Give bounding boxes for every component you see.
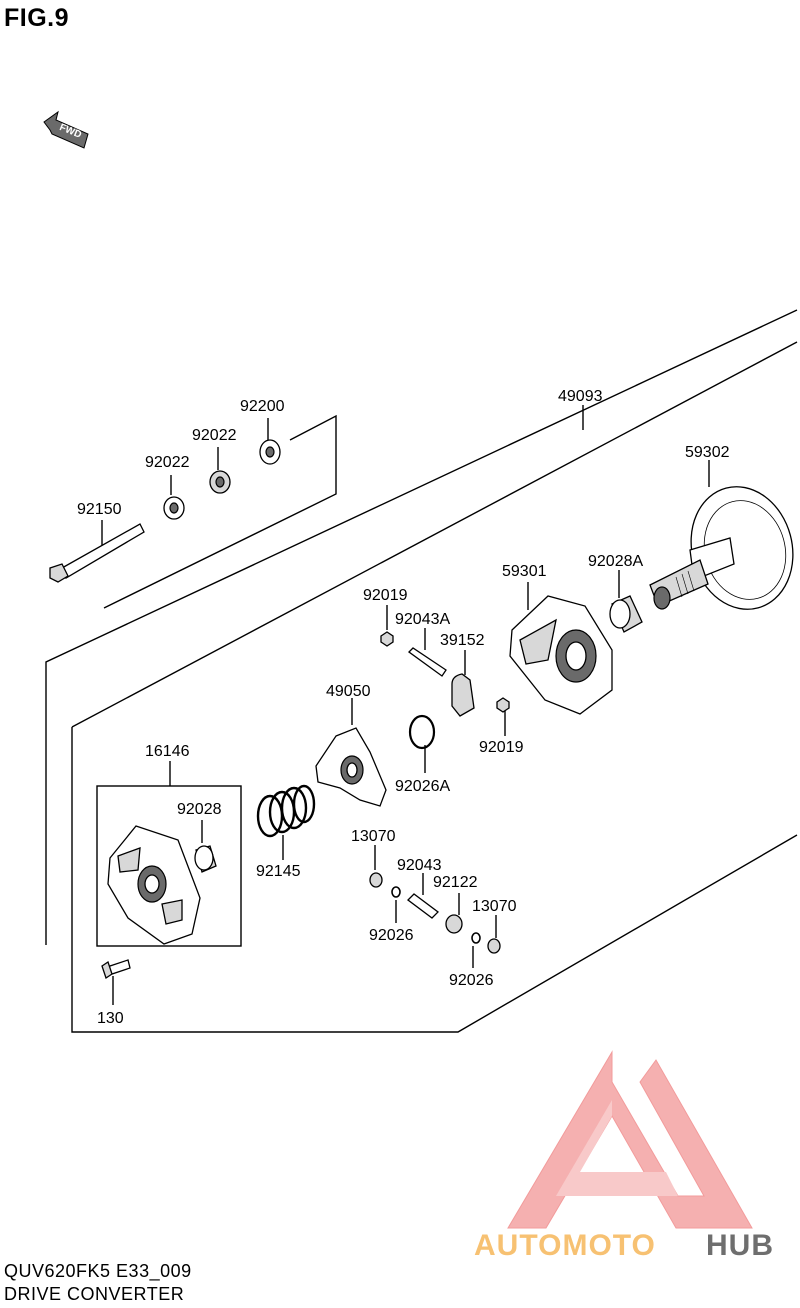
label-92028: 92028 [177, 801, 222, 818]
label-92028A: 92028A [588, 553, 643, 570]
label-49093: 49093 [558, 388, 603, 405]
label-92022-upper: 92022 [192, 427, 237, 444]
bolt-group-bracket [103, 414, 337, 609]
washer-92022-lower [163, 496, 185, 520]
weight-39152 [451, 673, 475, 717]
label-92026-right: 92026 [449, 972, 494, 989]
pin-92043A [408, 647, 447, 677]
label-59302: 59302 [685, 444, 730, 461]
model-code: QUV620FK5 E33_009 [4, 1261, 192, 1281]
label-92043: 92043 [397, 857, 442, 874]
nut-92019-lower [496, 697, 510, 713]
assembly-box-16146 [96, 761, 242, 947]
washer-92200 [259, 439, 281, 465]
ring-92026A [408, 714, 436, 750]
roller-13070-lower [487, 938, 501, 954]
label-92022-lower: 92022 [145, 454, 190, 471]
assembly-outline-49093 [45, 309, 798, 1033]
roller-13070-upper [369, 872, 383, 888]
label-92026A: 92026A [395, 778, 450, 795]
label-39152: 39152 [440, 632, 485, 649]
part-labels: 49093 59302 92200 92022 92022 92150 5930… [77, 388, 730, 1027]
washer-92026-right [471, 932, 481, 944]
washer-92026-left [391, 886, 401, 898]
bolt-92150 [49, 523, 145, 583]
bushing-92028 [194, 845, 217, 873]
label-92122: 92122 [433, 874, 478, 891]
washer-92022-upper [209, 470, 231, 494]
label-130: 130 [97, 1010, 124, 1027]
bushing-92028A [609, 595, 643, 633]
label-92026-left: 92026 [369, 927, 414, 944]
label-92019-upper: 92019 [363, 587, 408, 604]
label-92145: 92145 [256, 863, 301, 880]
spring-92145 [256, 784, 316, 838]
fixed-sheave-59302 [649, 486, 794, 610]
cover-16146 [107, 825, 201, 945]
fwd-arrow-icon: FWD [43, 110, 89, 149]
figure-title: FIG.9 [4, 4, 70, 32]
label-92019-lower: 92019 [479, 739, 524, 756]
collar-92122 [445, 914, 463, 934]
spider-49050 [315, 727, 387, 807]
label-92150: 92150 [77, 501, 122, 518]
label-13070-lower: 13070 [472, 898, 517, 915]
label-92200: 92200 [240, 398, 285, 415]
movable-sheave-59301 [509, 595, 613, 715]
leader-lines [101, 418, 710, 1005]
pin-92043 [407, 893, 439, 919]
section-name: DRIVE CONVERTER [4, 1284, 185, 1304]
nut-92019-upper [380, 631, 394, 647]
watermark-text-part2: HUB [706, 1229, 774, 1262]
watermark-logo: AUTOMOTO HUB [474, 1050, 774, 1262]
watermark-text-part1: AUTOMOTO [474, 1229, 656, 1262]
label-49050: 49050 [326, 683, 371, 700]
bolt-130 [101, 959, 131, 980]
label-16146: 16146 [145, 743, 190, 760]
label-13070-upper: 13070 [351, 828, 396, 845]
label-59301: 59301 [502, 563, 547, 580]
label-92043A: 92043A [395, 611, 450, 628]
